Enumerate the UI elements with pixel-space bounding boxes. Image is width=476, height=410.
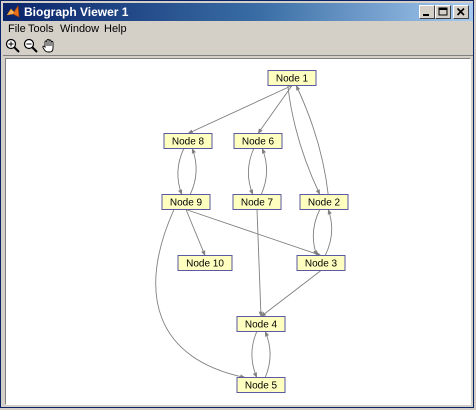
node-box xyxy=(296,255,346,271)
graph-node-n1[interactable]: Node 1 xyxy=(267,70,317,86)
node-label: Node 9 xyxy=(170,198,203,209)
menu-window[interactable]: Window xyxy=(60,23,100,35)
maximize-icon xyxy=(438,7,448,16)
title-bar[interactable]: Biograph Viewer 1 xyxy=(3,3,473,21)
node-label: Node 4 xyxy=(245,320,278,331)
graph-node-n6[interactable]: Node 6 xyxy=(233,133,283,149)
node-box xyxy=(233,133,283,149)
node-box xyxy=(236,316,286,332)
graph-node-n3[interactable]: Node 3 xyxy=(296,255,346,271)
node-label: Node 1 xyxy=(276,74,309,85)
window-title: Biograph Viewer 1 xyxy=(24,5,129,19)
graph-svg: Node 1 Node 8 Node 6 Node 9 Node 7 Node 2 Node… xyxy=(155,70,349,393)
node-label: Node 10 xyxy=(186,259,224,270)
graph-node-n8[interactable]: Node 8 xyxy=(163,133,213,149)
node-box xyxy=(299,194,349,210)
edge-n2-n1 xyxy=(295,85,329,195)
edge-n8-n9 xyxy=(177,148,185,196)
edge-n9-n8 xyxy=(189,147,197,195)
node-label: Node 6 xyxy=(242,137,275,148)
pan-hand-icon[interactable] xyxy=(41,38,57,54)
edge-n3-n4 xyxy=(260,270,322,317)
node-box xyxy=(177,255,233,271)
graph-node-n2[interactable]: Node 2 xyxy=(299,194,349,210)
edge-n7-n4 xyxy=(256,209,263,318)
node-label: Node 3 xyxy=(305,259,338,270)
minimize-button[interactable] xyxy=(419,5,435,19)
edge-n6-n7 xyxy=(247,148,255,196)
menu-bar: File Tools Window Help xyxy=(3,21,473,37)
edge-n5-n4 xyxy=(264,331,271,378)
toolbar xyxy=(3,37,473,56)
maximize-button[interactable] xyxy=(435,5,451,19)
edge-n4-n5 xyxy=(251,331,258,378)
edge-n1-n6 xyxy=(257,85,293,134)
graph-node-n4[interactable]: Node 4 xyxy=(236,316,286,332)
edge-n2-n3 xyxy=(312,209,321,257)
menu-tools[interactable]: Tools xyxy=(28,23,54,35)
graph-node-n9[interactable]: Node 9 xyxy=(161,194,211,210)
graph-node-n10[interactable]: Node 10 xyxy=(177,255,233,271)
close-button[interactable] xyxy=(453,5,469,19)
minimize-icon xyxy=(423,14,429,16)
node-label: Node 8 xyxy=(172,137,205,148)
edge-n9-n5 xyxy=(155,209,246,379)
node-label: Node 2 xyxy=(308,198,341,209)
edge-n1-n2 xyxy=(287,85,321,195)
edge-n3-n2 xyxy=(324,208,333,256)
graph-canvas[interactable]: Node 1 Node 8 Node 6 Node 9 Node 7 Node 2 Node… xyxy=(5,58,471,405)
graph-node-n5[interactable]: Node 5 xyxy=(236,377,286,393)
menu-file[interactable]: File xyxy=(8,23,26,35)
node-box xyxy=(236,377,286,393)
zoom-in-icon[interactable] xyxy=(5,38,21,54)
node-box xyxy=(163,133,213,149)
graph-node-n7[interactable]: Node 7 xyxy=(232,194,282,210)
node-box xyxy=(267,70,317,86)
close-icon xyxy=(456,7,465,16)
node-box xyxy=(161,194,211,210)
menu-help[interactable]: Help xyxy=(104,23,127,35)
matlab-app-icon xyxy=(6,5,20,18)
node-box xyxy=(232,194,282,210)
edge-n7-n6 xyxy=(260,147,268,195)
edge-n9-n3 xyxy=(185,209,322,256)
zoom-out-icon[interactable] xyxy=(23,38,39,54)
edge-n9-n10 xyxy=(185,209,206,256)
edge-n1-n8 xyxy=(187,85,293,134)
node-label: Node 5 xyxy=(245,381,278,392)
node-label: Node 7 xyxy=(241,198,274,209)
